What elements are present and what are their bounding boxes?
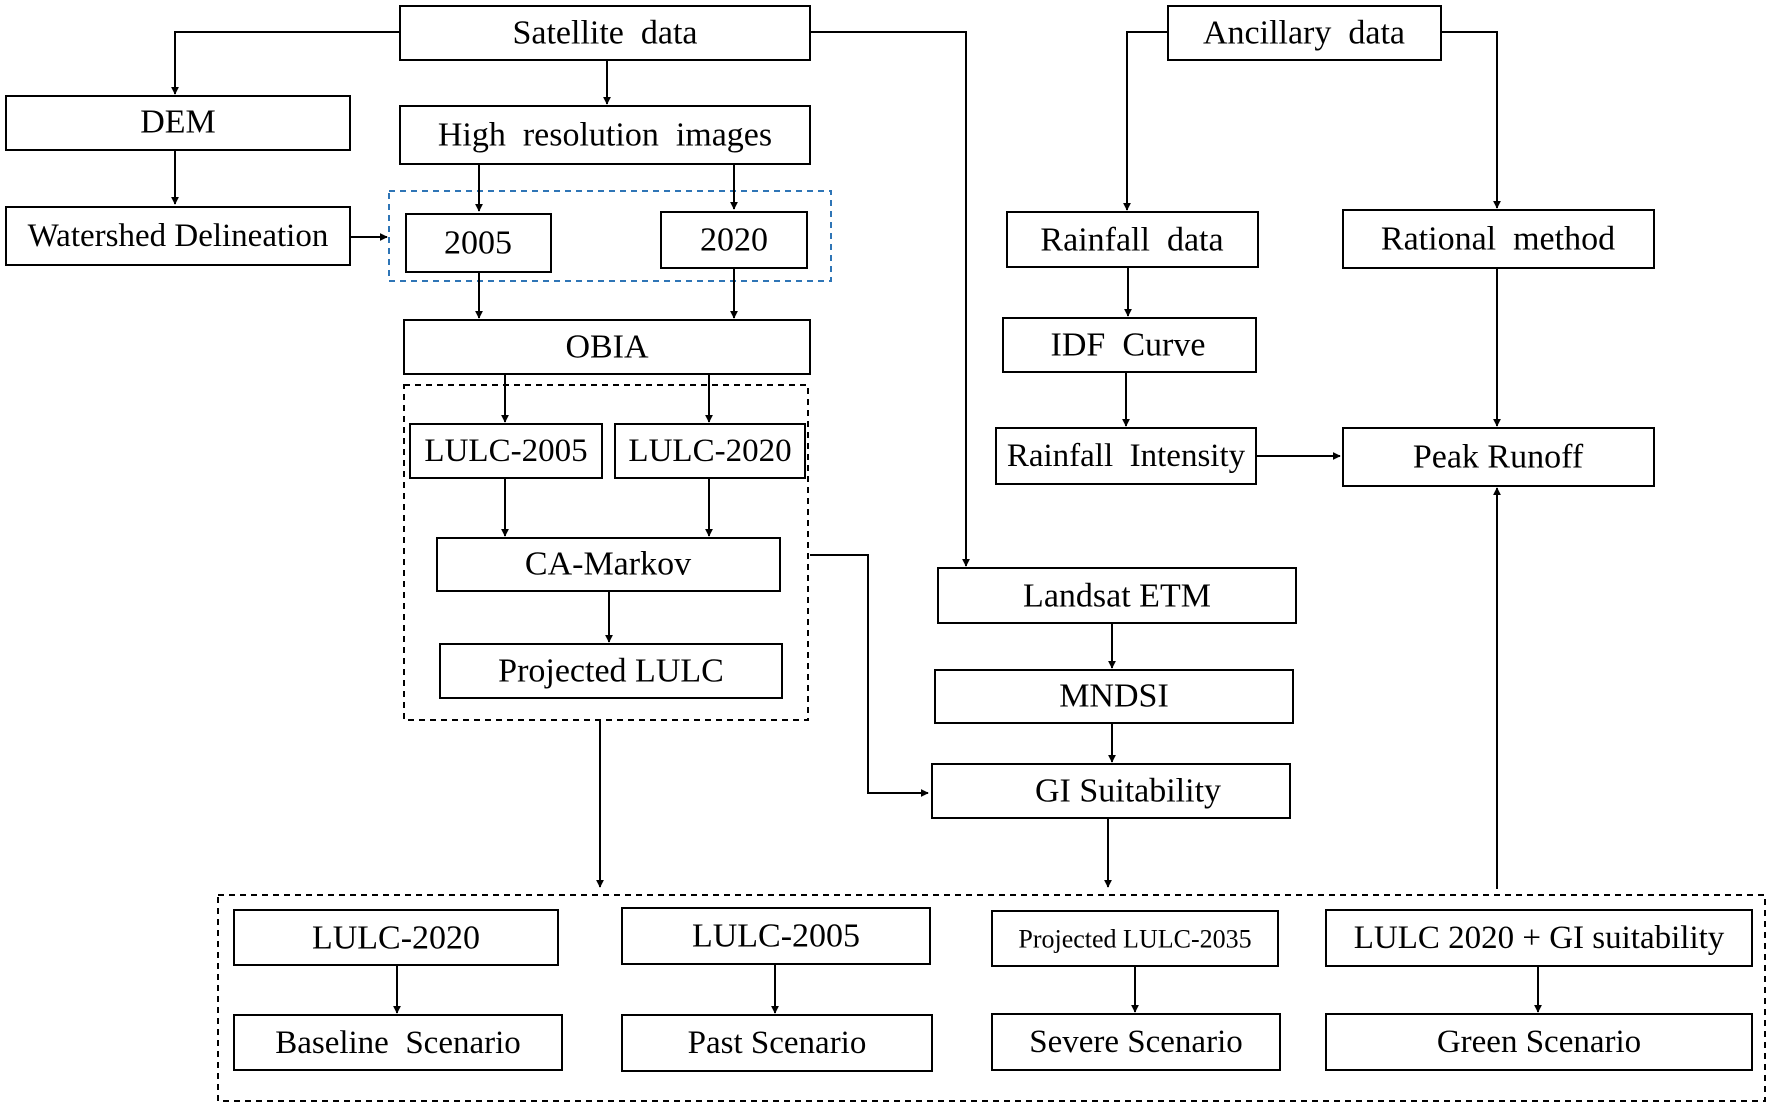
- node-scenario-lulc-2020-gi-label: LULC 2020 + GI suitability: [1354, 920, 1725, 956]
- node-rainfall-intensity: Rainfall Intensity: [995, 427, 1257, 485]
- node-ca-markov-label: CA-Markov: [525, 546, 691, 583]
- node-rainfall-data-label: Rainfall data: [1040, 222, 1223, 259]
- node-rational-method-label: Rational method: [1381, 221, 1615, 258]
- node-ca-markov: CA-Markov: [436, 537, 781, 592]
- node-severe-scenario: Severe Scenario: [991, 1013, 1281, 1071]
- node-rainfall-intensity-label: Rainfall Intensity: [1007, 438, 1246, 474]
- node-lulc-2005-label: LULC-2005: [424, 433, 587, 469]
- node-lulc-2020: LULC-2020: [614, 423, 806, 479]
- node-dem-label: DEM: [140, 104, 216, 141]
- node-satellite-data-label: Satellite data: [512, 15, 697, 52]
- node-peak-runoff-label: Peak Runoff: [1413, 439, 1584, 476]
- node-scenario-lulc-2020: LULC-2020: [233, 909, 559, 966]
- node-year-2020-label: 2020: [700, 222, 768, 259]
- node-past-scenario-label: Past Scenario: [688, 1025, 867, 1061]
- node-green-scenario: Green Scenario: [1325, 1013, 1753, 1071]
- node-obia: OBIA: [403, 319, 811, 375]
- node-obia-label: OBIA: [565, 329, 649, 366]
- lulc-modeling-group-dashed: [403, 384, 809, 721]
- node-severe-scenario-label: Severe Scenario: [1029, 1024, 1243, 1060]
- node-idf-curve: IDF Curve: [1002, 317, 1257, 373]
- scenario-group-dashed: [217, 894, 1766, 1102]
- year-group-dashed: [388, 190, 832, 282]
- edge-ancillary-to-rainfall: [1123, 31, 1168, 211]
- node-gi-suitability-label: GI Suitability: [1035, 773, 1221, 810]
- node-scenario-lulc-2020-label: LULC-2020: [312, 920, 480, 957]
- node-landsat-etm: Landsat ETM: [937, 567, 1297, 624]
- node-mndsi-label: MNDSI: [1059, 678, 1169, 715]
- node-watershed-delineation: Watershed Delineation: [5, 206, 351, 266]
- node-idf-curve-label: IDF Curve: [1051, 327, 1206, 364]
- node-projected-lulc: Projected LULC: [439, 643, 783, 699]
- node-scenario-lulc-2005: LULC-2005: [621, 907, 931, 965]
- edge-ancillary-to-rational: [1441, 31, 1501, 209]
- node-peak-runoff: Peak Runoff: [1342, 427, 1655, 487]
- node-ancillary-data-label: Ancillary data: [1203, 15, 1405, 52]
- node-high-resolution-images-label: High resolution images: [438, 117, 772, 154]
- node-dem: DEM: [5, 95, 351, 151]
- node-watershed-delineation-label: Watershed Delineation: [28, 218, 329, 254]
- node-year-2005-label: 2005: [444, 225, 512, 262]
- node-green-scenario-label: Green Scenario: [1437, 1024, 1641, 1060]
- node-lulc-2020-label: LULC-2020: [628, 433, 791, 469]
- node-scenario-projected-lulc-2035: Projected LULC-2035: [991, 910, 1279, 967]
- node-lulc-2005: LULC-2005: [409, 423, 603, 479]
- node-scenario-lulc-2005-label: LULC-2005: [692, 918, 860, 955]
- node-satellite-data: Satellite data: [399, 5, 811, 61]
- edge-satellite-to-landsat: [810, 31, 970, 567]
- node-gi-suitability: GI Suitability: [931, 763, 1291, 819]
- node-baseline-scenario: Baseline Scenario: [233, 1014, 563, 1071]
- node-past-scenario: Past Scenario: [621, 1014, 933, 1072]
- node-landsat-etm-label: Landsat ETM: [1023, 578, 1211, 615]
- node-rational-method: Rational method: [1342, 209, 1655, 269]
- node-scenario-projected-lulc-2035-label: Projected LULC-2035: [1018, 925, 1251, 954]
- node-high-resolution-images: High resolution images: [399, 105, 811, 165]
- node-rainfall-data: Rainfall data: [1006, 211, 1259, 268]
- node-ancillary-data: Ancillary data: [1167, 5, 1442, 61]
- node-year-2005: 2005: [405, 213, 552, 273]
- node-mndsi: MNDSI: [934, 669, 1294, 724]
- edge-satellite-to-dem: [171, 31, 400, 95]
- node-scenario-lulc-2020-gi: LULC 2020 + GI suitability: [1325, 909, 1753, 967]
- edge-lulc-group-to-gisuitability: [810, 554, 929, 797]
- node-baseline-scenario-label: Baseline Scenario: [275, 1025, 521, 1061]
- node-projected-lulc-label: Projected LULC: [498, 653, 724, 690]
- node-year-2020: 2020: [660, 211, 808, 269]
